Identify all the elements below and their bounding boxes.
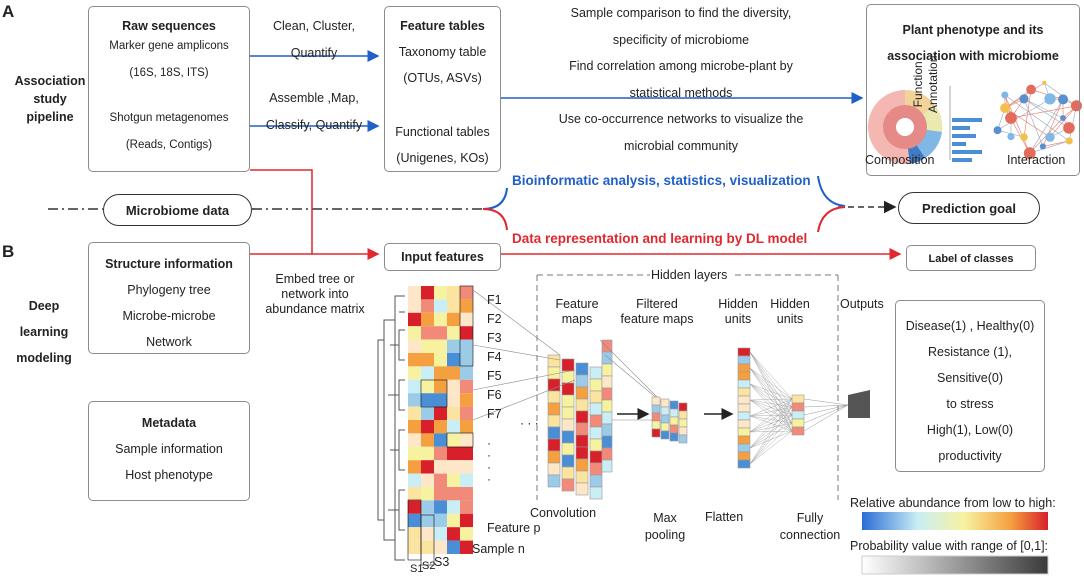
feature-tables-box: Feature tables Taxonomy table (OTUs, ASV… [384, 6, 501, 172]
metadata-box: Metadata Sample information Host phenoty… [88, 401, 250, 501]
input-features-box: Input features [384, 243, 501, 271]
processing-top-label: Clean, Cluster,Quantify [273, 19, 355, 60]
metadata-item: Host phenotype [125, 468, 213, 482]
metadata-title: Metadata [141, 416, 197, 430]
output-node [848, 390, 870, 418]
probability-legend-label: Probability value with range of [0,1]: [850, 539, 1049, 553]
raw-sequences-title: Raw sequences [122, 19, 216, 33]
outputs-list: Disease(1) , Healthy(0)Resistance (1),Se… [905, 319, 1035, 463]
bioinformatic-analysis-label: Bioinformatic analysis, statistics, visu… [512, 173, 811, 188]
structure-item: Network [146, 335, 192, 349]
outputs-label: Outputs [840, 297, 884, 311]
hidden-units-1 [737, 347, 751, 469]
sample-label: S1 [410, 563, 424, 575]
structure-item: Phylogeny tree [127, 283, 211, 297]
amplicons-label: Marker gene amplicons [109, 40, 229, 52]
panel-label-a: A [2, 2, 15, 21]
dl-representation-label: Data representation and learning by DL m… [512, 231, 808, 246]
composition-figure [868, 89, 943, 164]
analysis-steps: Sample comparison to find the diversity,… [558, 6, 804, 153]
feature-p-label: Feature p [487, 521, 541, 535]
interaction-label: Interaction [1007, 153, 1066, 167]
taxonomy-types: (OTUs, ASVs) [403, 71, 482, 85]
raw-sequences-box: Raw sequences Marker gene amplicons (16S… [88, 6, 250, 172]
microbiome-data-pill: Microbiome data [103, 194, 252, 226]
abundance-heatmap: · · · [407, 285, 539, 566]
abundance-legend-label: Relative abundance from low to high: [850, 496, 1056, 510]
metadata-item: Sample information [115, 442, 223, 456]
sample-n-label: Sample n [472, 542, 525, 556]
amplicon-types: (16S, 18S, ITS) [129, 67, 209, 79]
structure-information-box: Structure information Phylogeny tree Mic… [88, 242, 250, 354]
outputs-box: Disease(1) , Healthy(0)Resistance (1),Se… [895, 300, 1045, 472]
hidden-layers-label: Hidden layers [651, 268, 728, 282]
functional-types: (Unigenes, KOs) [396, 151, 489, 165]
conv-connections [472, 289, 670, 421]
feature-maps [547, 339, 613, 500]
abundance-colorbar [862, 512, 1048, 530]
structure-item: Microbe-microbe [122, 309, 216, 323]
function-annotation-figure [949, 86, 982, 162]
convolution-label: Convolution [530, 506, 597, 520]
label-of-classes-box: Label of classes [906, 245, 1036, 271]
feature-tables-title: Feature tables [400, 19, 485, 33]
shotgun-types: (Reads, Contigs) [125, 139, 213, 151]
probability-colorbar [861, 555, 1049, 575]
hidden-units-2 [749, 351, 849, 465]
functional-table-label: Functional tables [395, 125, 490, 139]
composition-label: Composition [865, 153, 935, 167]
processing-bottom-label: Assemble ,Map,Classify, Quantify [265, 91, 363, 132]
sample-label: S3 [434, 555, 450, 569]
panel-label-b: B [2, 242, 15, 261]
filtered-feature-maps [651, 396, 688, 444]
taxonomy-table-label: Taxonomy table [398, 45, 487, 59]
sample-label: S2 [422, 560, 436, 572]
prediction-goal-pill: Prediction goal [898, 192, 1040, 224]
structure-title: Structure information [105, 257, 233, 271]
shotgun-label: Shotgun metagenomes [109, 112, 229, 124]
interaction-network [993, 80, 1082, 160]
flatten-label: Flatten [705, 510, 744, 524]
svg-text:· · ·: · · · [520, 416, 539, 430]
phylogeny-tree [377, 295, 405, 561]
